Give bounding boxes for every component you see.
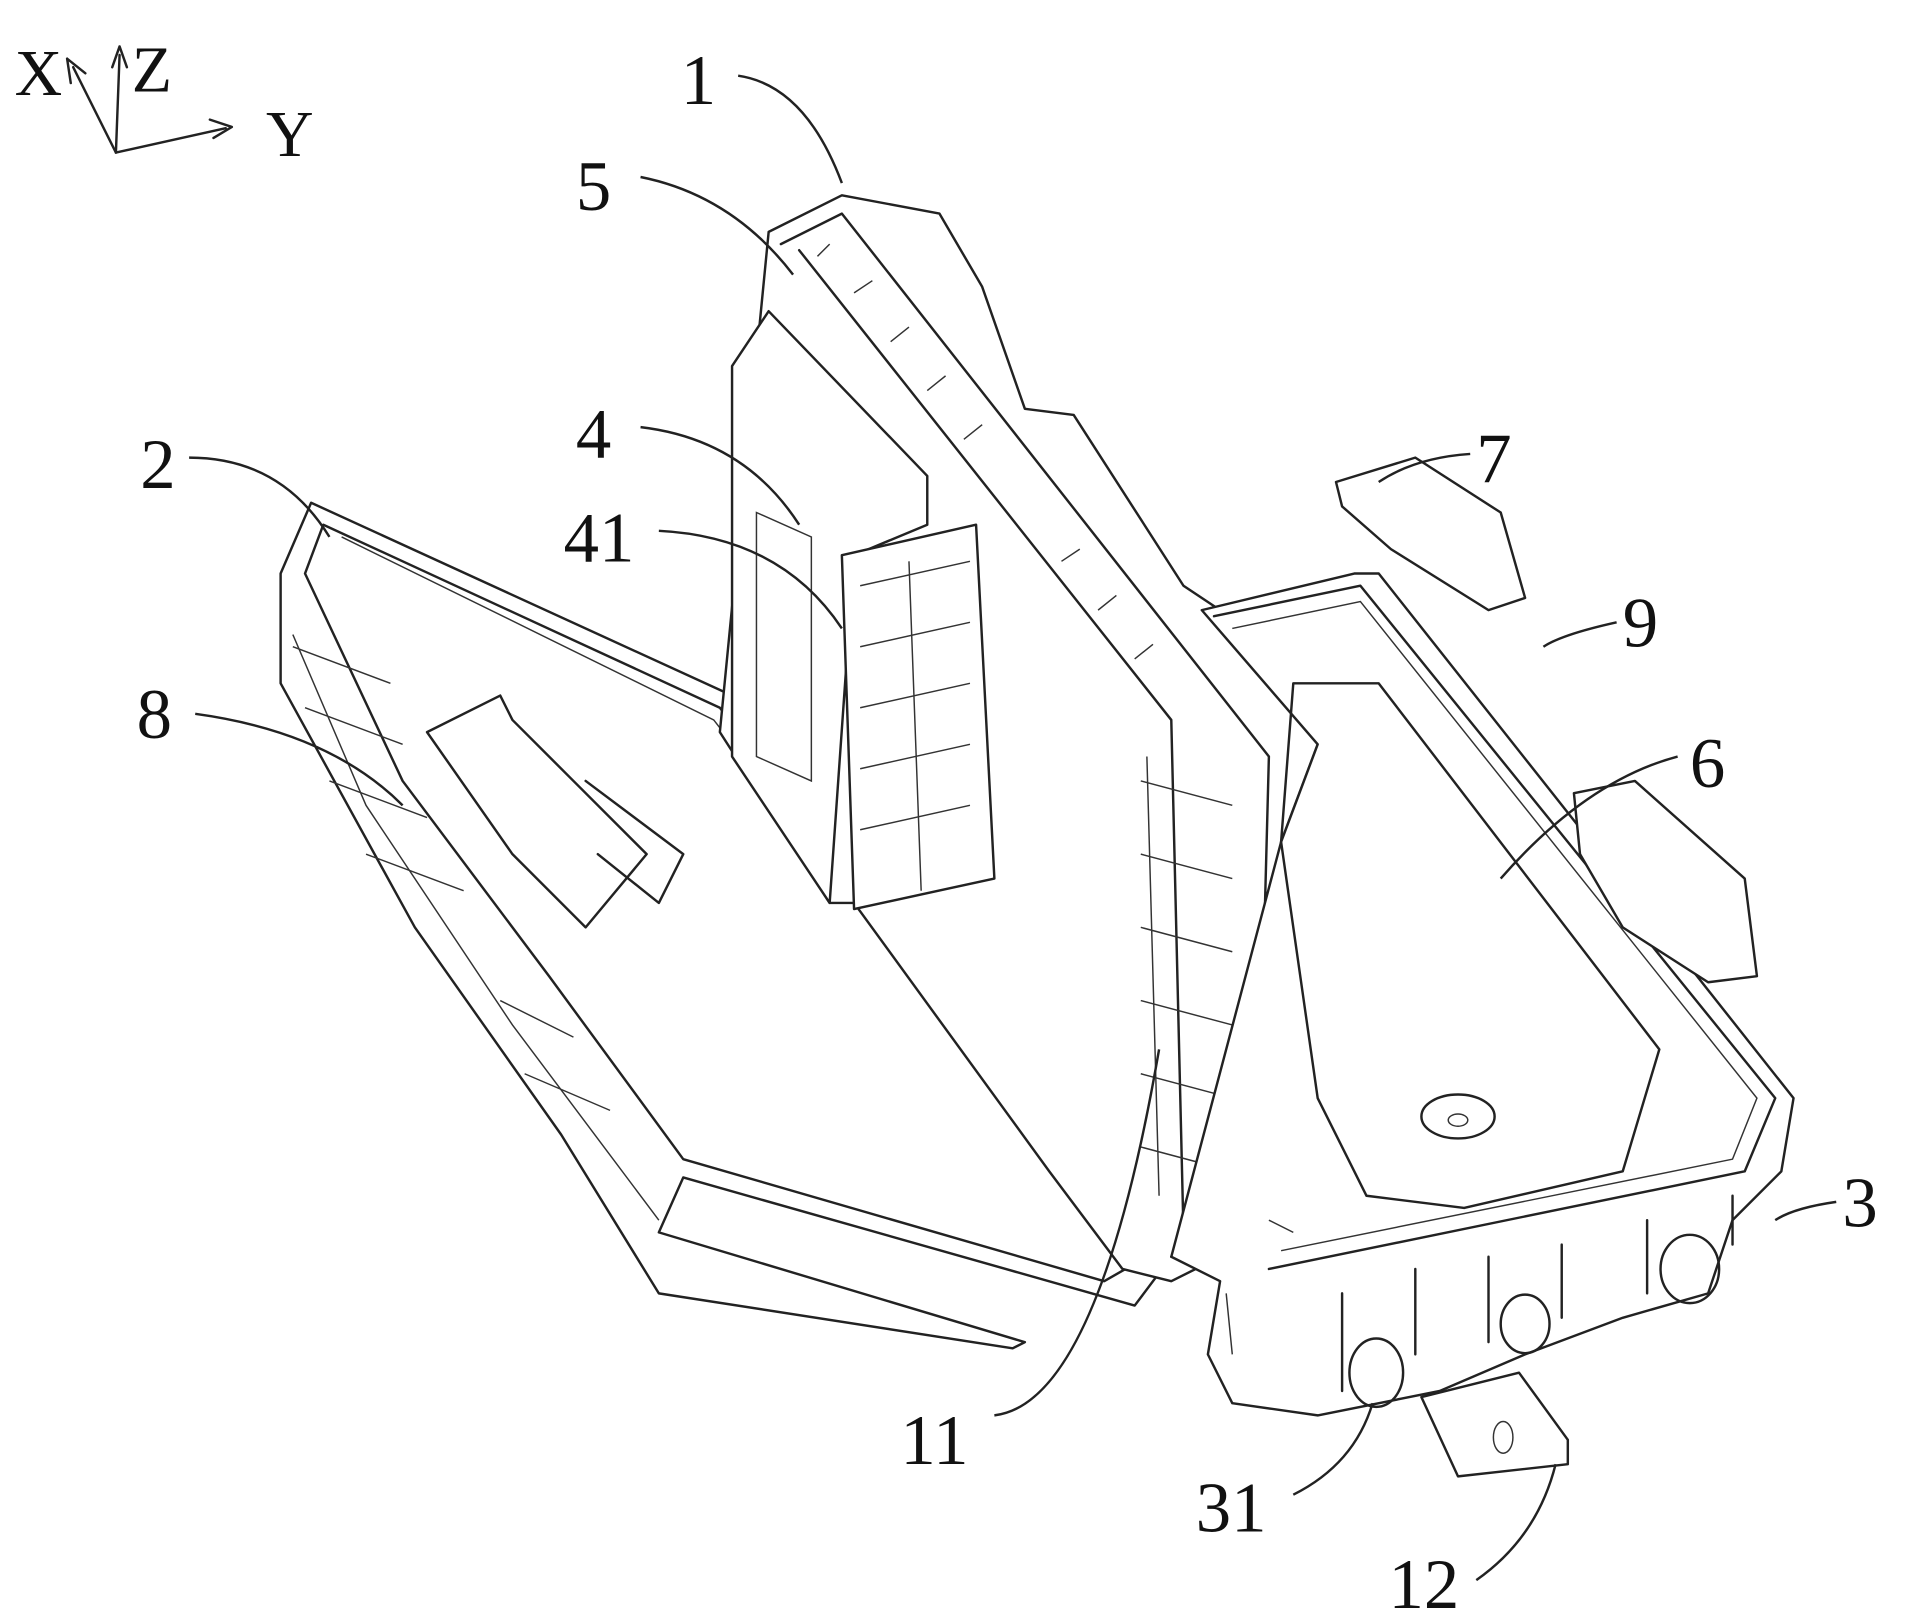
callout-4: 4: [576, 396, 611, 474]
callout-12: 12: [1388, 1546, 1459, 1618]
base-box: [1171, 458, 1793, 1477]
callout-7: 7: [1476, 420, 1511, 498]
axis-indicator: X Z Y: [15, 34, 314, 172]
callout-1: 1: [681, 42, 716, 120]
callout-8: 8: [137, 676, 172, 754]
callout-3: 3: [1842, 1164, 1877, 1242]
callout-2: 2: [140, 426, 175, 504]
callout-11: 11: [900, 1402, 968, 1480]
axis-y-label: Y: [266, 98, 314, 171]
callout-31: 31: [1196, 1469, 1267, 1547]
callout-5: 5: [576, 148, 611, 226]
callout-6: 6: [1690, 725, 1725, 803]
axis-z-label: Z: [132, 34, 172, 107]
axis-x-label: X: [15, 37, 63, 110]
callout-9: 9: [1623, 585, 1658, 663]
callout-41: 41: [564, 499, 635, 577]
